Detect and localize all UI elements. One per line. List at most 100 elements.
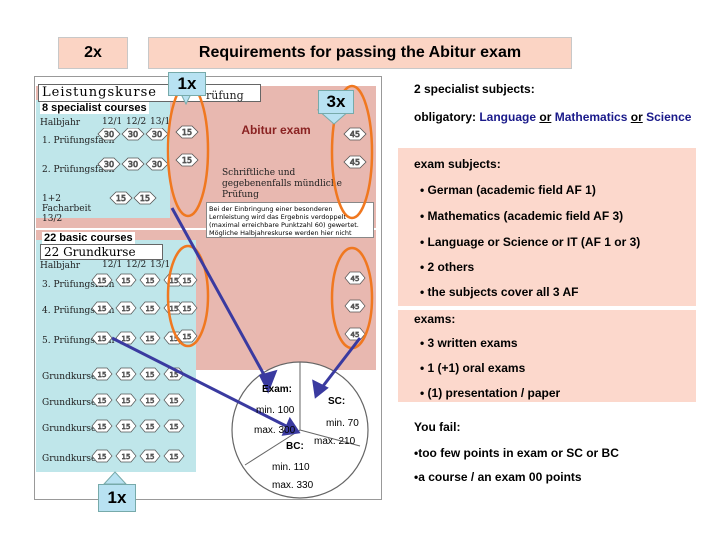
basic-value-grid: 15 15 15 15 15 15 15 15 15 15 15 15 15 1… xyxy=(91,273,185,463)
hex-value: 15 xyxy=(122,335,131,343)
specialist-text: obligatory: Language or Mathematics or S… xyxy=(414,110,694,125)
exams-title: exams: xyxy=(414,312,456,326)
row-pruefungsfach-5: 5. Prüfungsfach xyxy=(42,336,115,346)
semester-basic-2: 12/2 xyxy=(126,260,147,270)
label-specialist-courses: 8 specialist courses xyxy=(40,102,149,114)
count-badge-2x: 2x xyxy=(58,37,128,69)
arrow-line-sc xyxy=(318,337,362,391)
hex-value: 30 xyxy=(152,130,162,139)
fail-title: You fail: xyxy=(414,420,461,434)
highlight-oval-specialist xyxy=(166,82,210,218)
exam-column-basic: 15 15 15 xyxy=(176,273,198,343)
circle-bc-max: max. 330 xyxy=(272,480,314,491)
exam-points-basic: 45 45 45 xyxy=(344,271,366,341)
hex-value: 15 xyxy=(170,423,179,431)
highlight-oval-basic xyxy=(166,244,210,348)
arrow-line-bc xyxy=(111,336,291,430)
hex-value: 15 xyxy=(98,305,107,313)
halbjahr-label: Halbjahr xyxy=(40,118,81,128)
hex-value: 30 xyxy=(128,130,138,139)
circle-bc-label: BC: xyxy=(286,441,304,452)
callout-1x-top: 1x xyxy=(168,72,206,96)
exam-subject-item: • Mathematics (academic field AF 3) xyxy=(420,209,624,223)
arrow-head-exam xyxy=(258,369,278,394)
hex-value: 15 xyxy=(146,371,155,379)
semester-basic-1: 12/1 xyxy=(102,260,123,270)
specialist-science: Science xyxy=(646,110,692,124)
form-header-grundkurse: 22 Grundkurse xyxy=(40,244,163,260)
hex-value: 15 xyxy=(170,371,179,379)
circle-sc-max: max. 210 xyxy=(314,436,356,447)
abitur-exam-label: Abitur exam xyxy=(241,123,311,137)
hex-value: 15 xyxy=(146,423,155,431)
hex-value: 15 xyxy=(170,453,179,461)
arrow-head-bc xyxy=(281,416,301,436)
arrow-line-exam xyxy=(170,207,270,383)
semester-2: 12/2 xyxy=(126,117,147,127)
callout-1x-bottom-pointer xyxy=(102,471,128,485)
exam-column-specialist: 15 15 xyxy=(175,125,199,167)
hex-value: 15 xyxy=(183,305,192,313)
hex-value: 15 xyxy=(98,423,107,431)
specialist-or-2: or xyxy=(630,110,643,124)
hex-value: 15 xyxy=(170,305,179,313)
semester-basic-3: 13/1 xyxy=(150,260,171,270)
hex-value: 15 xyxy=(98,277,107,285)
hex-value: 45 xyxy=(351,331,360,339)
circle-exam-label: Exam: xyxy=(262,384,293,395)
row-pruefungsfach-4: 4. Prüfungsfach xyxy=(42,306,115,316)
hex-value: 30 xyxy=(152,160,162,169)
hex-value: 15 xyxy=(98,371,107,379)
note-pruefung: Schriftliche und gegebenenfalls mündlich… xyxy=(222,168,342,200)
exam-points-specialist: 45 45 xyxy=(343,127,367,169)
circle-sc-label: SC: xyxy=(328,396,346,407)
hex-value: 15 xyxy=(170,335,179,343)
hex-value: 15 xyxy=(170,277,179,285)
exam-subject-item: • 2 others xyxy=(420,260,475,274)
hex-value: 15 xyxy=(140,194,150,203)
exam-subjects-title: exam subjects: xyxy=(414,157,501,171)
fail-item: •too few points in exam or SC or BC xyxy=(414,446,619,460)
hex-value: 30 xyxy=(128,160,138,169)
circle-bc-min: min. 110 xyxy=(272,462,310,473)
specialist-title: 2 specialist subjects: xyxy=(414,82,535,96)
circle-sc-min: min. 70 xyxy=(326,418,359,429)
row-pruefungsfach-1: 1. Prüfungsfach xyxy=(42,136,115,146)
arrow-head-sc xyxy=(312,379,329,399)
exam-subjects-panel xyxy=(398,148,696,306)
hex-value: 15 xyxy=(116,194,126,203)
fail-item: •a course / an exam 00 points xyxy=(414,470,582,484)
specialist-text-pre: obligatory: xyxy=(414,110,480,124)
exam-item: • 3 written exams xyxy=(420,336,518,350)
highlight-oval-exam-basic xyxy=(330,246,374,350)
hex-value: 45 xyxy=(351,275,360,283)
hex-value: 15 xyxy=(146,397,155,405)
hex-value: 45 xyxy=(351,303,360,311)
hex-value: 15 xyxy=(122,397,131,405)
form-header-pruefung: rüfung xyxy=(206,89,244,102)
semester-3: 13/1 xyxy=(150,117,171,127)
specialist-or-1: or xyxy=(539,110,552,124)
hex-value: 15 xyxy=(122,371,131,379)
row-pruefungsfach-3: 3. Prüfungsfach xyxy=(42,280,115,290)
hex-value: 15 xyxy=(98,335,107,343)
hex-value: 15 xyxy=(146,453,155,461)
hex-value: 15 xyxy=(122,277,131,285)
circle-divider-left xyxy=(244,429,301,466)
callout-3x: 3x xyxy=(318,90,354,114)
hex-value: 15 xyxy=(122,305,131,313)
highlight-oval-exam-specialist xyxy=(330,84,374,220)
note-lernleistung: Bei der Einbringung einer besonderen Ler… xyxy=(206,202,374,238)
circle-exam-max: max. 300 xyxy=(254,425,296,436)
exam-item: • 1 (+1) oral exams xyxy=(420,361,526,375)
hex-value: 15 xyxy=(146,335,155,343)
exam-subject-item: • German (academic field AF 1) xyxy=(420,183,596,197)
form-header-gk-text: 22 Grundkurse xyxy=(44,245,136,259)
semester-1: 12/1 xyxy=(102,117,123,127)
halbjahr-label-basic: Halbjahr xyxy=(40,261,81,271)
row-grundkurse-3: Grundkurse xyxy=(42,424,97,434)
label-basic-courses: 22 basic courses xyxy=(42,232,135,244)
row-facharbeit: 1+2 Facharbeit 13/2 xyxy=(42,194,92,224)
hex-value: 15 xyxy=(182,128,192,137)
exam-subject-item: • Language or Science or IT (AF 1 or 3) xyxy=(420,235,641,249)
